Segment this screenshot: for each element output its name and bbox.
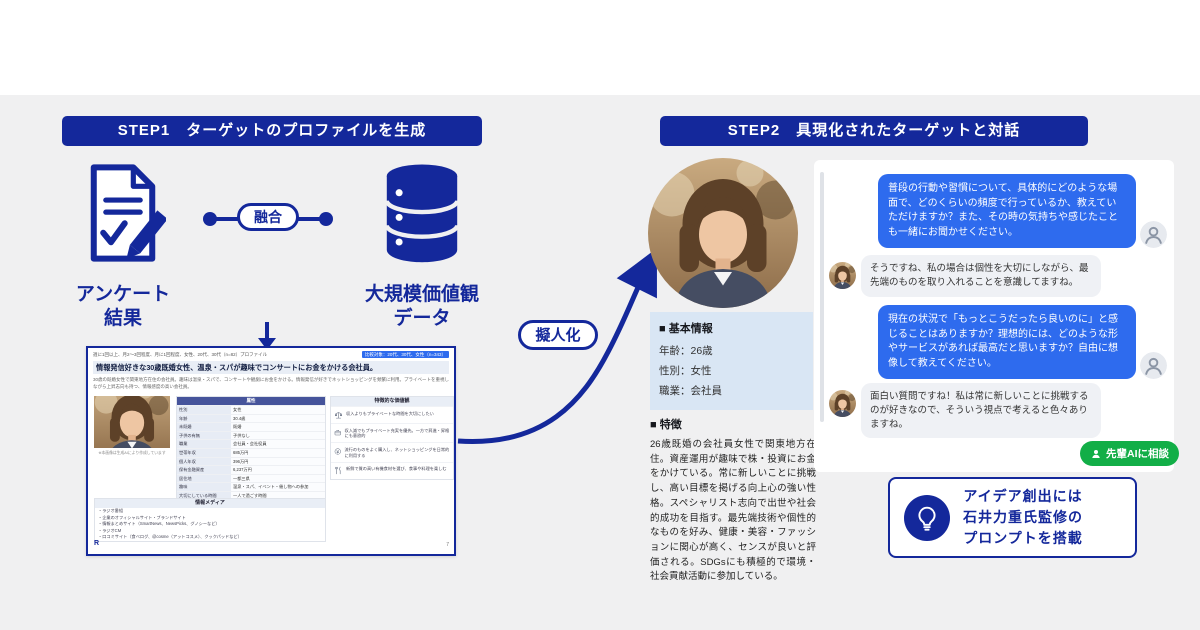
table-row: 子供の有無子供なし bbox=[177, 430, 325, 440]
profile-slide-header: 週に1回以上、月2〜3回程度、月に1回程度、女性、20代、30代（n=82）プロ… bbox=[93, 351, 449, 358]
personify-label: 擬人化 bbox=[518, 320, 598, 350]
profile-slide-summary: 30歳の既婚女性で関東地方在住の会社員。趣味は温泉・スパで、コンサートや観劇にお… bbox=[93, 377, 449, 389]
profile-slide-comparison-chip: 比較対象：20代、30代、女性（n=343） bbox=[361, 351, 449, 358]
slide-page-number: 7 bbox=[446, 542, 449, 548]
chat-bubble-ai: そうですね、私の場合は個性を大切にしながら、最先端のものを取り入れることを意識し… bbox=[861, 255, 1101, 297]
database-label: 大規模価値観 データ bbox=[364, 284, 479, 330]
table-row: 居住地一都三県 bbox=[177, 473, 325, 483]
features-text: 26歳既婚の会社員女性で関東地方在住。資産運用が趣味で株・投資にお金をかけている… bbox=[650, 439, 816, 583]
media-box: 情報メディア ・ラジオ番組 ・企業のオフィシャルサイト・ブランドサイト ・情報ま… bbox=[94, 498, 326, 542]
value-item: 流行のものをよく購入し、ネットショッピングを日常的に利用する bbox=[331, 442, 453, 461]
features-title: ■ 特徴 bbox=[650, 419, 682, 431]
profile-slide-subject: 週に1回以上、月2〜3回程度、月に1回程度、女性、20代、30代（n=82）プロ… bbox=[93, 351, 268, 357]
persona-mini-avatar bbox=[829, 262, 856, 289]
media-line: ・企業のオフィシャルサイト・ブランドサイト bbox=[98, 514, 186, 520]
basic-info-panel: ■ 基本情報 年齢：26歳 性別：女性 職業：会社員 bbox=[650, 312, 813, 410]
media-line: ・ラジオCM bbox=[98, 527, 122, 533]
profile-slide-title: 情報発信好きな30歳既婚女性、温泉・スパが趣味でコンサートにお金をかける会社員。 bbox=[93, 361, 449, 374]
basic-info-age: 年齢：26歳 bbox=[659, 345, 713, 357]
step2-banner: STEP2 具現化されたターゲットと対話 bbox=[660, 116, 1088, 146]
profile-slide: 週に1回以上、月2〜3回程度、月に1回程度、女性、20代、30代（n=82）プロ… bbox=[86, 346, 456, 556]
briefcase-icon bbox=[334, 428, 342, 437]
person-icon bbox=[1090, 448, 1102, 460]
value-item: 収入よりもプライベートな時間を大切にしたい bbox=[331, 406, 453, 423]
value-item: 新鮮で質の高い有機食材を選び、食事や料理を楽しむ bbox=[331, 461, 453, 479]
chat-bubble-user: 普段の行動や習慣について、具体的にどのような場面で、どのくらいの頻度で行っている… bbox=[878, 174, 1136, 248]
basic-info-title: ■ 基本情報 bbox=[659, 323, 713, 335]
survey-label: アンケート 結果 bbox=[75, 284, 171, 330]
features-panel: ■ 特徴 26歳既婚の会社員女性で関東地方在住。資産運用が趣味で株・投資にお金を… bbox=[650, 416, 816, 585]
chat-bubble-ai: 面白い質問ですね！私は常に新しいことに挑戦するのが好きなので、そういう視点で考え… bbox=[861, 383, 1101, 439]
persona-mini-avatar bbox=[829, 390, 856, 417]
basic-info-gender: 性別：女性 bbox=[659, 364, 712, 377]
step1-banner: STEP1 ターゲットのプロファイルを生成 bbox=[62, 116, 482, 146]
scale-icon bbox=[334, 411, 343, 420]
attribute-table-header: 属性 bbox=[177, 397, 325, 405]
values-box: 特徴的な価値観 収入よりもプライベートな時間を大切にしたい 収入減でもプライベー… bbox=[330, 396, 454, 480]
persona-photo bbox=[94, 396, 170, 448]
table-row: 大切にしている時間一人で過ごす時間 bbox=[177, 490, 325, 500]
fusion-connector-dot-left bbox=[203, 212, 217, 226]
money-icon bbox=[334, 447, 342, 456]
database-icon bbox=[384, 164, 460, 263]
fusion-label: 融合 bbox=[237, 203, 299, 231]
chat-scrollbar[interactable] bbox=[820, 172, 824, 422]
food-icon bbox=[334, 466, 343, 475]
values-box-title: 特徴的な価値観 bbox=[331, 397, 453, 406]
fusion-connector-dot-right bbox=[319, 212, 333, 226]
media-line: ・口コミサイト（食べログ、@cosme（アットコスメ）、クックパッドなど） bbox=[98, 534, 242, 539]
table-row: 職業会社員・会社役員 bbox=[177, 439, 325, 448]
media-line: ・ラジオ番組 bbox=[98, 508, 124, 513]
consult-senior-ai-button[interactable]: 先輩AIに相談 bbox=[1080, 441, 1179, 466]
idea-box-text: アイデア創出には 石井力重氏監修の プロンプトを搭載 bbox=[963, 488, 1083, 546]
table-row: 未既婚既婚 bbox=[177, 422, 325, 431]
media-line: ・情報まとめサイト（SmartNews、NewsPicks、グノシーなど） bbox=[98, 521, 220, 526]
persona-photo-caption: ※本画像は生成AIにより作成しています bbox=[98, 451, 166, 455]
table-row: 趣味温泉・スパ、イベント・催し物への参加 bbox=[177, 482, 325, 491]
slide-logo: R bbox=[94, 540, 100, 547]
lightbulb-icon bbox=[904, 494, 950, 541]
table-row: 性別女性 bbox=[177, 405, 325, 414]
chat-bubble-user: 現在の状況で「もっとこうだったら良いのに」と感じることはありますか？理想的には、… bbox=[878, 305, 1136, 379]
user-icon bbox=[1140, 221, 1167, 248]
basic-info-job: 職業：会社員 bbox=[659, 384, 722, 397]
media-box-title: 情報メディア bbox=[95, 499, 325, 508]
user-icon bbox=[1140, 352, 1167, 379]
value-item: 収入減でもプライベート充実を優先。一方で昇進・昇格にも意欲的 bbox=[331, 423, 453, 442]
idea-prompt-box: アイデア創出には 石井力重氏監修の プロンプトを搭載 bbox=[888, 477, 1137, 558]
flow-arrow-line bbox=[265, 322, 269, 339]
persona-avatar bbox=[648, 158, 798, 308]
survey-document-icon bbox=[90, 164, 166, 262]
